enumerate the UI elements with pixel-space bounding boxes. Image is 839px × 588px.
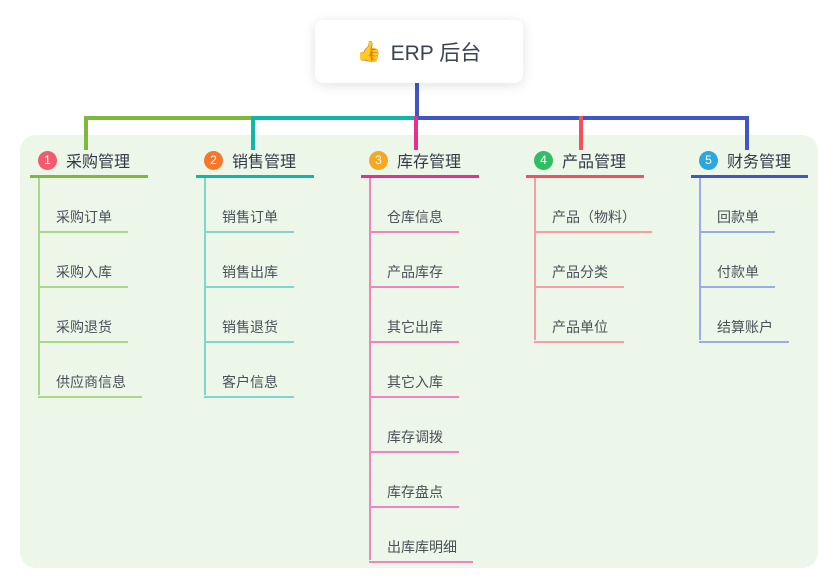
branch-number-badge-2: 2 bbox=[204, 150, 223, 170]
branch-number-badge-3: 3 bbox=[369, 150, 388, 170]
root-node-label: ERP 后台 bbox=[390, 41, 482, 65]
node-stock-count[interactable]: 库存盘点 bbox=[369, 453, 459, 508]
branch-underline-5 bbox=[691, 175, 808, 178]
branch-title-sales: 销售管理 bbox=[232, 154, 297, 171]
node-sales-outbound[interactable]: 销售出库 bbox=[204, 233, 294, 288]
node-purchase-inbound[interactable]: 采购入库 bbox=[38, 233, 128, 288]
branches-background-panel bbox=[20, 135, 818, 568]
branch-header-purchase[interactable]: 1 采购管理 bbox=[30, 147, 180, 173]
horizontal-connector-teal bbox=[252, 116, 416, 120]
root-node-erp-backend[interactable]: 👍 ERP 后台 bbox=[315, 20, 523, 83]
horizontal-connector-green bbox=[84, 116, 254, 120]
node-customer-info[interactable]: 客户信息 bbox=[204, 343, 294, 398]
branch-items-inventory: 仓库信息 产品库存 其它出库 其它入库 库存调拨 库存盘点 出库库明细 bbox=[369, 178, 511, 563]
branch-items-finance: 回款单 付款单 结算账户 bbox=[699, 178, 839, 343]
branch-product-management: 4 产品管理 产品（物料） 产品分类 产品单位 bbox=[526, 147, 676, 343]
node-product-material[interactable]: 产品（物料） bbox=[534, 178, 652, 233]
node-product-category[interactable]: 产品分类 bbox=[534, 233, 624, 288]
node-purchase-order[interactable]: 采购订单 bbox=[38, 178, 128, 233]
node-warehouse-info[interactable]: 仓库信息 bbox=[369, 178, 459, 233]
node-stock-transfer[interactable]: 库存调拨 bbox=[369, 398, 459, 453]
branch-underline-3 bbox=[361, 175, 479, 178]
branch-title-inventory: 库存管理 bbox=[397, 154, 462, 171]
branch-drop-line-1 bbox=[84, 116, 88, 150]
branch-spine-line-5 bbox=[699, 178, 701, 340]
branch-spine-line-3 bbox=[369, 178, 371, 560]
branch-underline-2 bbox=[196, 175, 314, 178]
node-sales-return[interactable]: 销售退货 bbox=[204, 288, 294, 343]
branch-sales-management: 2 销售管理 销售订单 销售出库 销售退货 客户信息 bbox=[196, 147, 346, 398]
node-other-inbound[interactable]: 其它入库 bbox=[369, 343, 459, 398]
branch-title-purchase: 采购管理 bbox=[66, 154, 131, 171]
branch-header-product[interactable]: 4 产品管理 bbox=[526, 147, 676, 173]
node-receipt-bill[interactable]: 回款单 bbox=[699, 178, 775, 233]
node-product-unit[interactable]: 产品单位 bbox=[534, 288, 624, 343]
node-outbound-detail[interactable]: 出库库明细 bbox=[369, 508, 473, 563]
branch-number-badge-5: 5 bbox=[699, 150, 718, 170]
node-settlement-account[interactable]: 结算账户 bbox=[699, 288, 789, 343]
root-connector-line bbox=[415, 83, 419, 118]
branch-inventory-management: 3 库存管理 仓库信息 产品库存 其它出库 其它入库 库存调拨 库存盘点 出库库… bbox=[361, 147, 511, 563]
node-purchase-return[interactable]: 采购退货 bbox=[38, 288, 128, 343]
node-sales-order[interactable]: 销售订单 bbox=[204, 178, 294, 233]
branch-drop-line-4 bbox=[579, 116, 583, 150]
branch-finance-management: 5 财务管理 回款单 付款单 结算账户 bbox=[691, 147, 839, 343]
branch-spine-line-4 bbox=[534, 178, 536, 340]
branch-drop-line-2 bbox=[251, 116, 255, 150]
branch-number-badge-1: 1 bbox=[38, 150, 57, 170]
branch-underline-1 bbox=[30, 175, 148, 178]
node-product-stock[interactable]: 产品库存 bbox=[369, 233, 459, 288]
branch-header-sales[interactable]: 2 销售管理 bbox=[196, 147, 346, 173]
branch-number-badge-4: 4 bbox=[534, 150, 553, 170]
branch-underline-4 bbox=[526, 175, 644, 178]
branch-items-sales: 销售订单 销售出库 销售退货 客户信息 bbox=[204, 178, 346, 398]
branch-spine-line-2 bbox=[204, 178, 206, 395]
branch-drop-line-5 bbox=[745, 116, 749, 150]
branch-items-purchase: 采购订单 采购入库 采购退货 供应商信息 bbox=[38, 178, 180, 398]
branch-spine-line-1 bbox=[38, 178, 40, 395]
branch-purchase-management: 1 采购管理 采购订单 采购入库 采购退货 供应商信息 bbox=[30, 147, 180, 398]
thumbs-up-icon: 👍 bbox=[356, 41, 382, 63]
branch-header-inventory[interactable]: 3 库存管理 bbox=[361, 147, 511, 173]
node-other-outbound[interactable]: 其它出库 bbox=[369, 288, 459, 343]
branch-header-finance[interactable]: 5 财务管理 bbox=[691, 147, 839, 173]
branch-title-product: 产品管理 bbox=[562, 154, 627, 171]
node-supplier-info[interactable]: 供应商信息 bbox=[38, 343, 142, 398]
branch-items-product: 产品（物料） 产品分类 产品单位 bbox=[534, 178, 676, 343]
branch-title-finance: 财务管理 bbox=[727, 154, 792, 171]
node-payment-bill[interactable]: 付款单 bbox=[699, 233, 775, 288]
branch-drop-line-3 bbox=[414, 116, 418, 150]
